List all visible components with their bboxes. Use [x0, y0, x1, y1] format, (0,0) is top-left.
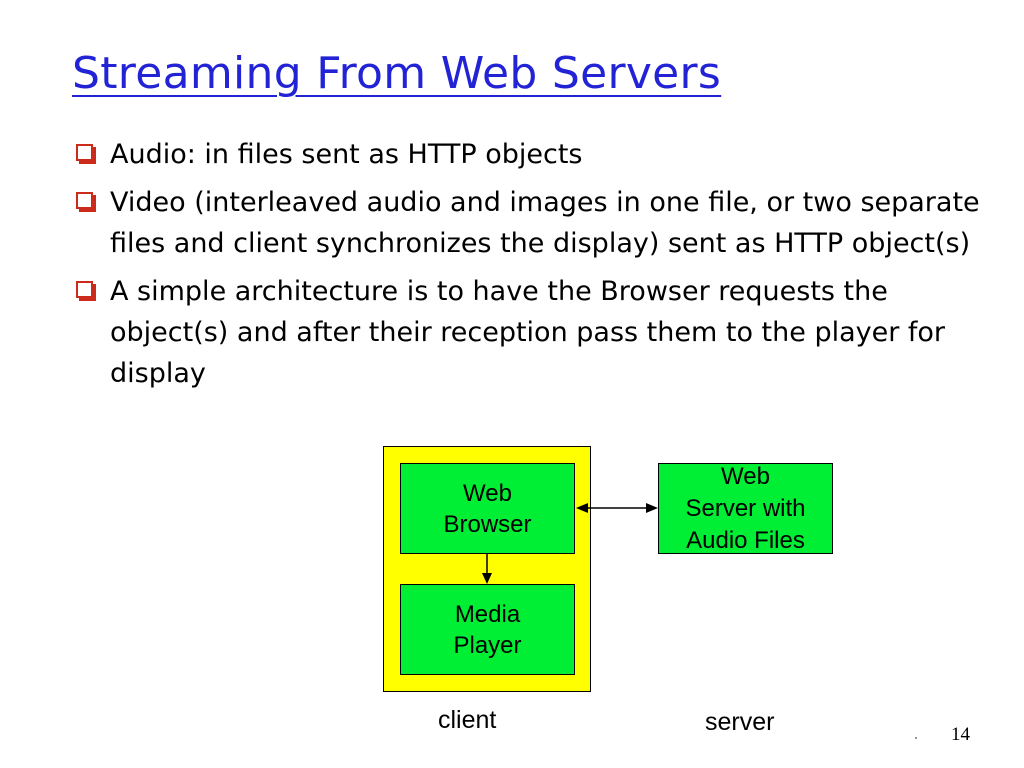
- web-server-label-line: Audio Files: [686, 526, 805, 554]
- web-server-node: Web Server with Audio Files: [658, 463, 833, 554]
- web-server-label-line: Server with: [685, 494, 806, 522]
- arrowhead-right-icon: [646, 503, 658, 513]
- media-player-label-line: Media: [454, 600, 521, 628]
- bullet-item: A simple architecture is to have the Bro…: [72, 271, 1002, 394]
- media-player-node: Media Player: [400, 584, 575, 675]
- web-browser-label-line: Browser: [443, 510, 532, 538]
- page-number: 14: [951, 724, 970, 745]
- web-browser-node: Web Browser: [400, 463, 575, 554]
- bullet-list: Audio: in files sent as HTTP objects Vid…: [72, 134, 1002, 401]
- web-server-label-line: Web: [721, 462, 770, 490]
- square-bullet-icon: [76, 281, 93, 298]
- corner-dot: [915, 737, 917, 739]
- square-bullet-icon: [76, 144, 93, 161]
- bullet-item: Audio: in files sent as HTTP objects: [72, 134, 1002, 175]
- bullet-text: A simple architecture is to have the Bro…: [110, 276, 946, 389]
- media-player-label-line: Player: [453, 631, 522, 659]
- server-label: server: [705, 708, 775, 736]
- square-bullet-icon: [76, 192, 93, 209]
- bullet-text: Audio: in files sent as HTTP objects: [110, 139, 583, 170]
- client-label: client: [438, 706, 497, 734]
- bullet-item: Video (interleaved audio and images in o…: [72, 182, 1002, 264]
- web-browser-label-line: Web: [463, 479, 512, 507]
- slide-title: Streaming From Web Servers: [72, 48, 722, 99]
- bullet-text: Video (interleaved audio and images in o…: [110, 187, 980, 259]
